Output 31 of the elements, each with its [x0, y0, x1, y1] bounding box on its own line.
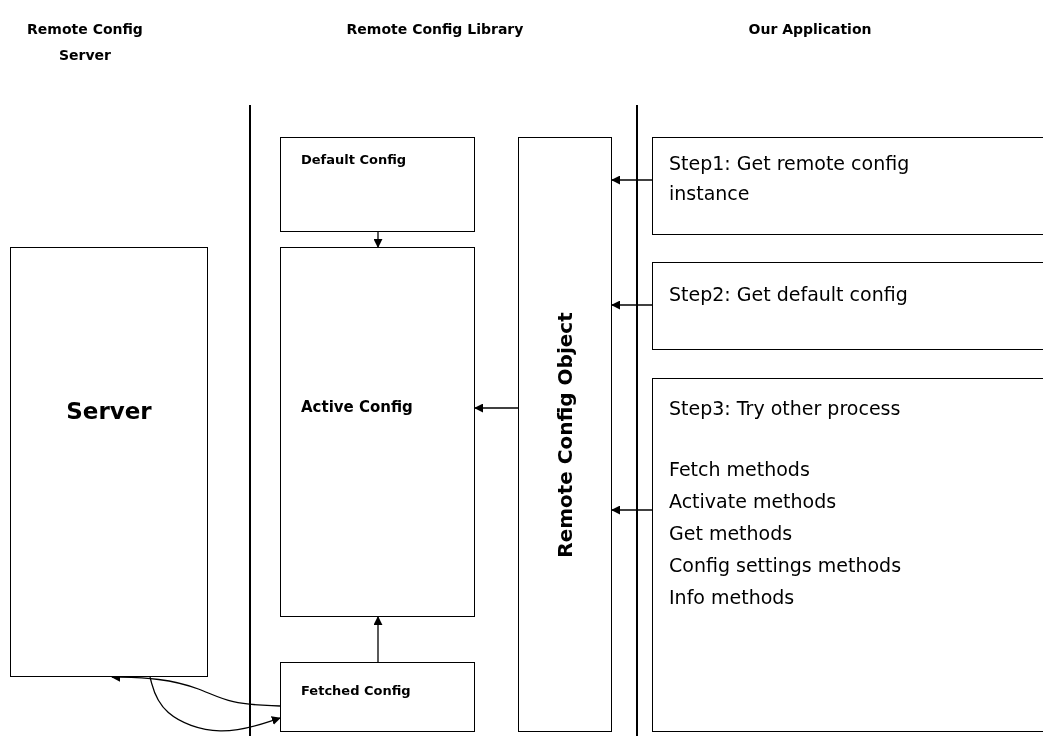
list-item: Info methods — [669, 585, 795, 610]
column-heading: Our Application — [747, 20, 873, 39]
vertical-label: Remote Config Object — [552, 311, 578, 558]
arrow — [474, 403, 519, 413]
config-box — [10, 247, 208, 677]
box-label: Server — [65, 397, 153, 426]
box-label: Fetched Config — [301, 682, 411, 700]
step-box — [652, 137, 1043, 235]
config-box — [280, 137, 475, 232]
arrow — [611, 505, 653, 515]
list-item: Fetch methods — [669, 457, 810, 482]
box-label: Step3: Try other process — [669, 396, 901, 421]
box-label: Default Config — [301, 151, 407, 169]
step-box — [652, 262, 1043, 350]
box-label: Step2: Get default config — [669, 282, 908, 307]
column-heading: Remote Config Server — [26, 20, 144, 65]
config-box — [280, 662, 475, 732]
box-label: Active Config — [301, 397, 413, 418]
arrow — [373, 616, 383, 663]
list-item: Activate methods — [669, 489, 837, 514]
step-box — [652, 378, 1043, 732]
list-item: Config settings methods — [669, 553, 902, 578]
object-box — [518, 137, 612, 732]
arrow — [611, 300, 653, 310]
box-label: Step1: Get remote config instance — [669, 151, 911, 207]
column-heading: Remote Config Library — [345, 20, 525, 39]
arrow — [611, 175, 653, 185]
arrow — [373, 231, 383, 248]
config-box — [280, 247, 475, 617]
arrow — [149, 676, 281, 732]
list-item: Get methods — [669, 521, 793, 546]
